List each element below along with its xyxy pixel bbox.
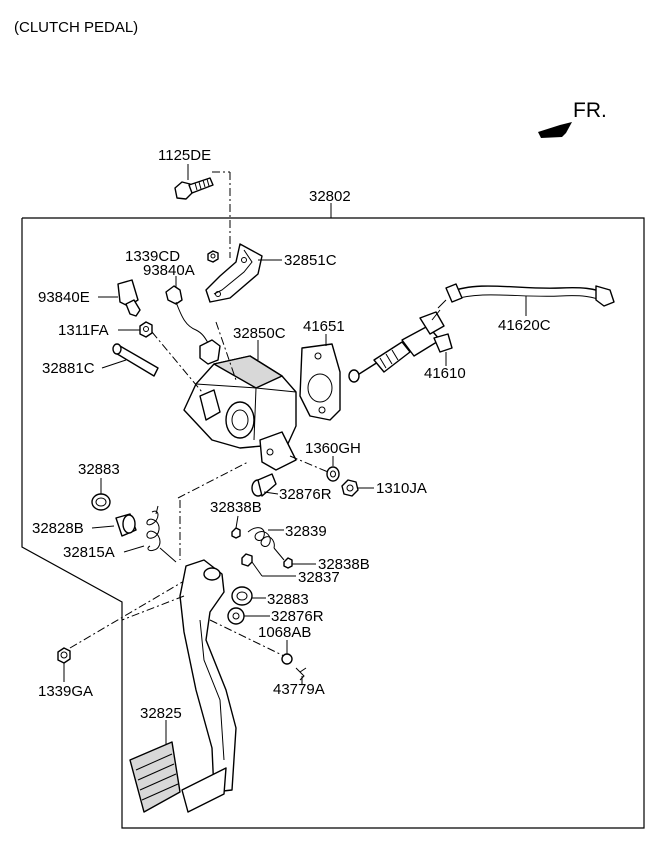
- clip-32838b-lower: [283, 557, 316, 569]
- washer-1360gh: [289, 455, 340, 482]
- bushing-32883-upper: [91, 478, 111, 511]
- switch-93840a: [165, 276, 221, 365]
- label-32876r-lower: 32876R: [271, 608, 324, 625]
- label-32802: 32802: [309, 188, 351, 205]
- bolt-1125de: [174, 164, 231, 258]
- nut-1311fa: [118, 321, 153, 338]
- label-32838b-lower: 32838B: [318, 556, 370, 573]
- bushing-32828b: [91, 513, 137, 537]
- label-32851c: 32851C: [284, 252, 337, 269]
- clip-43779a: [295, 667, 307, 684]
- label-1360gh: 1360GH: [305, 440, 361, 457]
- label-32876r-upper: 32876R: [279, 486, 332, 503]
- label-32815a: 32815A: [63, 544, 115, 561]
- assembly-frame: [21, 203, 645, 829]
- label-1310ja: 1310JA: [376, 480, 427, 497]
- stopper-32876r-lower: [209, 607, 285, 657]
- washer-1068ab: [281, 640, 293, 665]
- hose-41620c: [431, 283, 615, 321]
- label-1068ab: 1068AB: [258, 624, 311, 641]
- clip-32838b-upper: [231, 515, 241, 539]
- label-1125de: 1125DE: [158, 147, 211, 164]
- label-32838b-upper: 32838B: [210, 499, 262, 516]
- pedal-bracket-32850c: [151, 321, 297, 471]
- label-32881c: 32881C: [42, 360, 95, 377]
- label-32828b: 32828B: [32, 520, 84, 537]
- label-1339ga: 1339GA: [38, 683, 93, 700]
- label-32850c: 32850C: [233, 325, 286, 342]
- nut-1310ja: [341, 479, 374, 497]
- front-direction-arrow-icon: [538, 122, 572, 138]
- label-93840a: 93840A: [143, 262, 195, 279]
- label-41620c: 41620C: [498, 317, 551, 334]
- front-direction-label: FR.: [573, 99, 607, 122]
- label-93840e: 93840E: [38, 289, 90, 306]
- label-41610: 41610: [424, 365, 466, 382]
- label-32839: 32839: [285, 523, 327, 540]
- nut-1339cd: [207, 250, 219, 263]
- diagram-title: (CLUTCH PEDAL): [14, 19, 138, 36]
- gasket-41651: [299, 334, 341, 421]
- label-32883-lower: 32883: [267, 591, 309, 608]
- label-32883-upper: 32883: [78, 461, 120, 478]
- clutch-pedal-arm-32825: [121, 559, 237, 813]
- master-cylinder-41610: [348, 311, 453, 383]
- label-43779a: 43779A: [273, 681, 325, 698]
- label-32825: 32825: [140, 705, 182, 722]
- pin-32881c: [101, 343, 159, 377]
- bushing-32883-lower: [231, 586, 266, 606]
- switch-93840e: [98, 279, 141, 317]
- label-1311fa: 1311FA: [58, 322, 109, 339]
- spring-32815a: [123, 500, 181, 563]
- nut-1339ga: [57, 573, 197, 682]
- bracket-plate-32851c: [205, 243, 282, 303]
- stopper-32876r-upper: [177, 461, 279, 499]
- label-41651: 41651: [303, 318, 345, 335]
- label-32837: 32837: [298, 569, 340, 586]
- spring-32839: [247, 527, 285, 561]
- nut-32837: [241, 553, 296, 577]
- label-1339cd: 1339CD: [125, 248, 180, 265]
